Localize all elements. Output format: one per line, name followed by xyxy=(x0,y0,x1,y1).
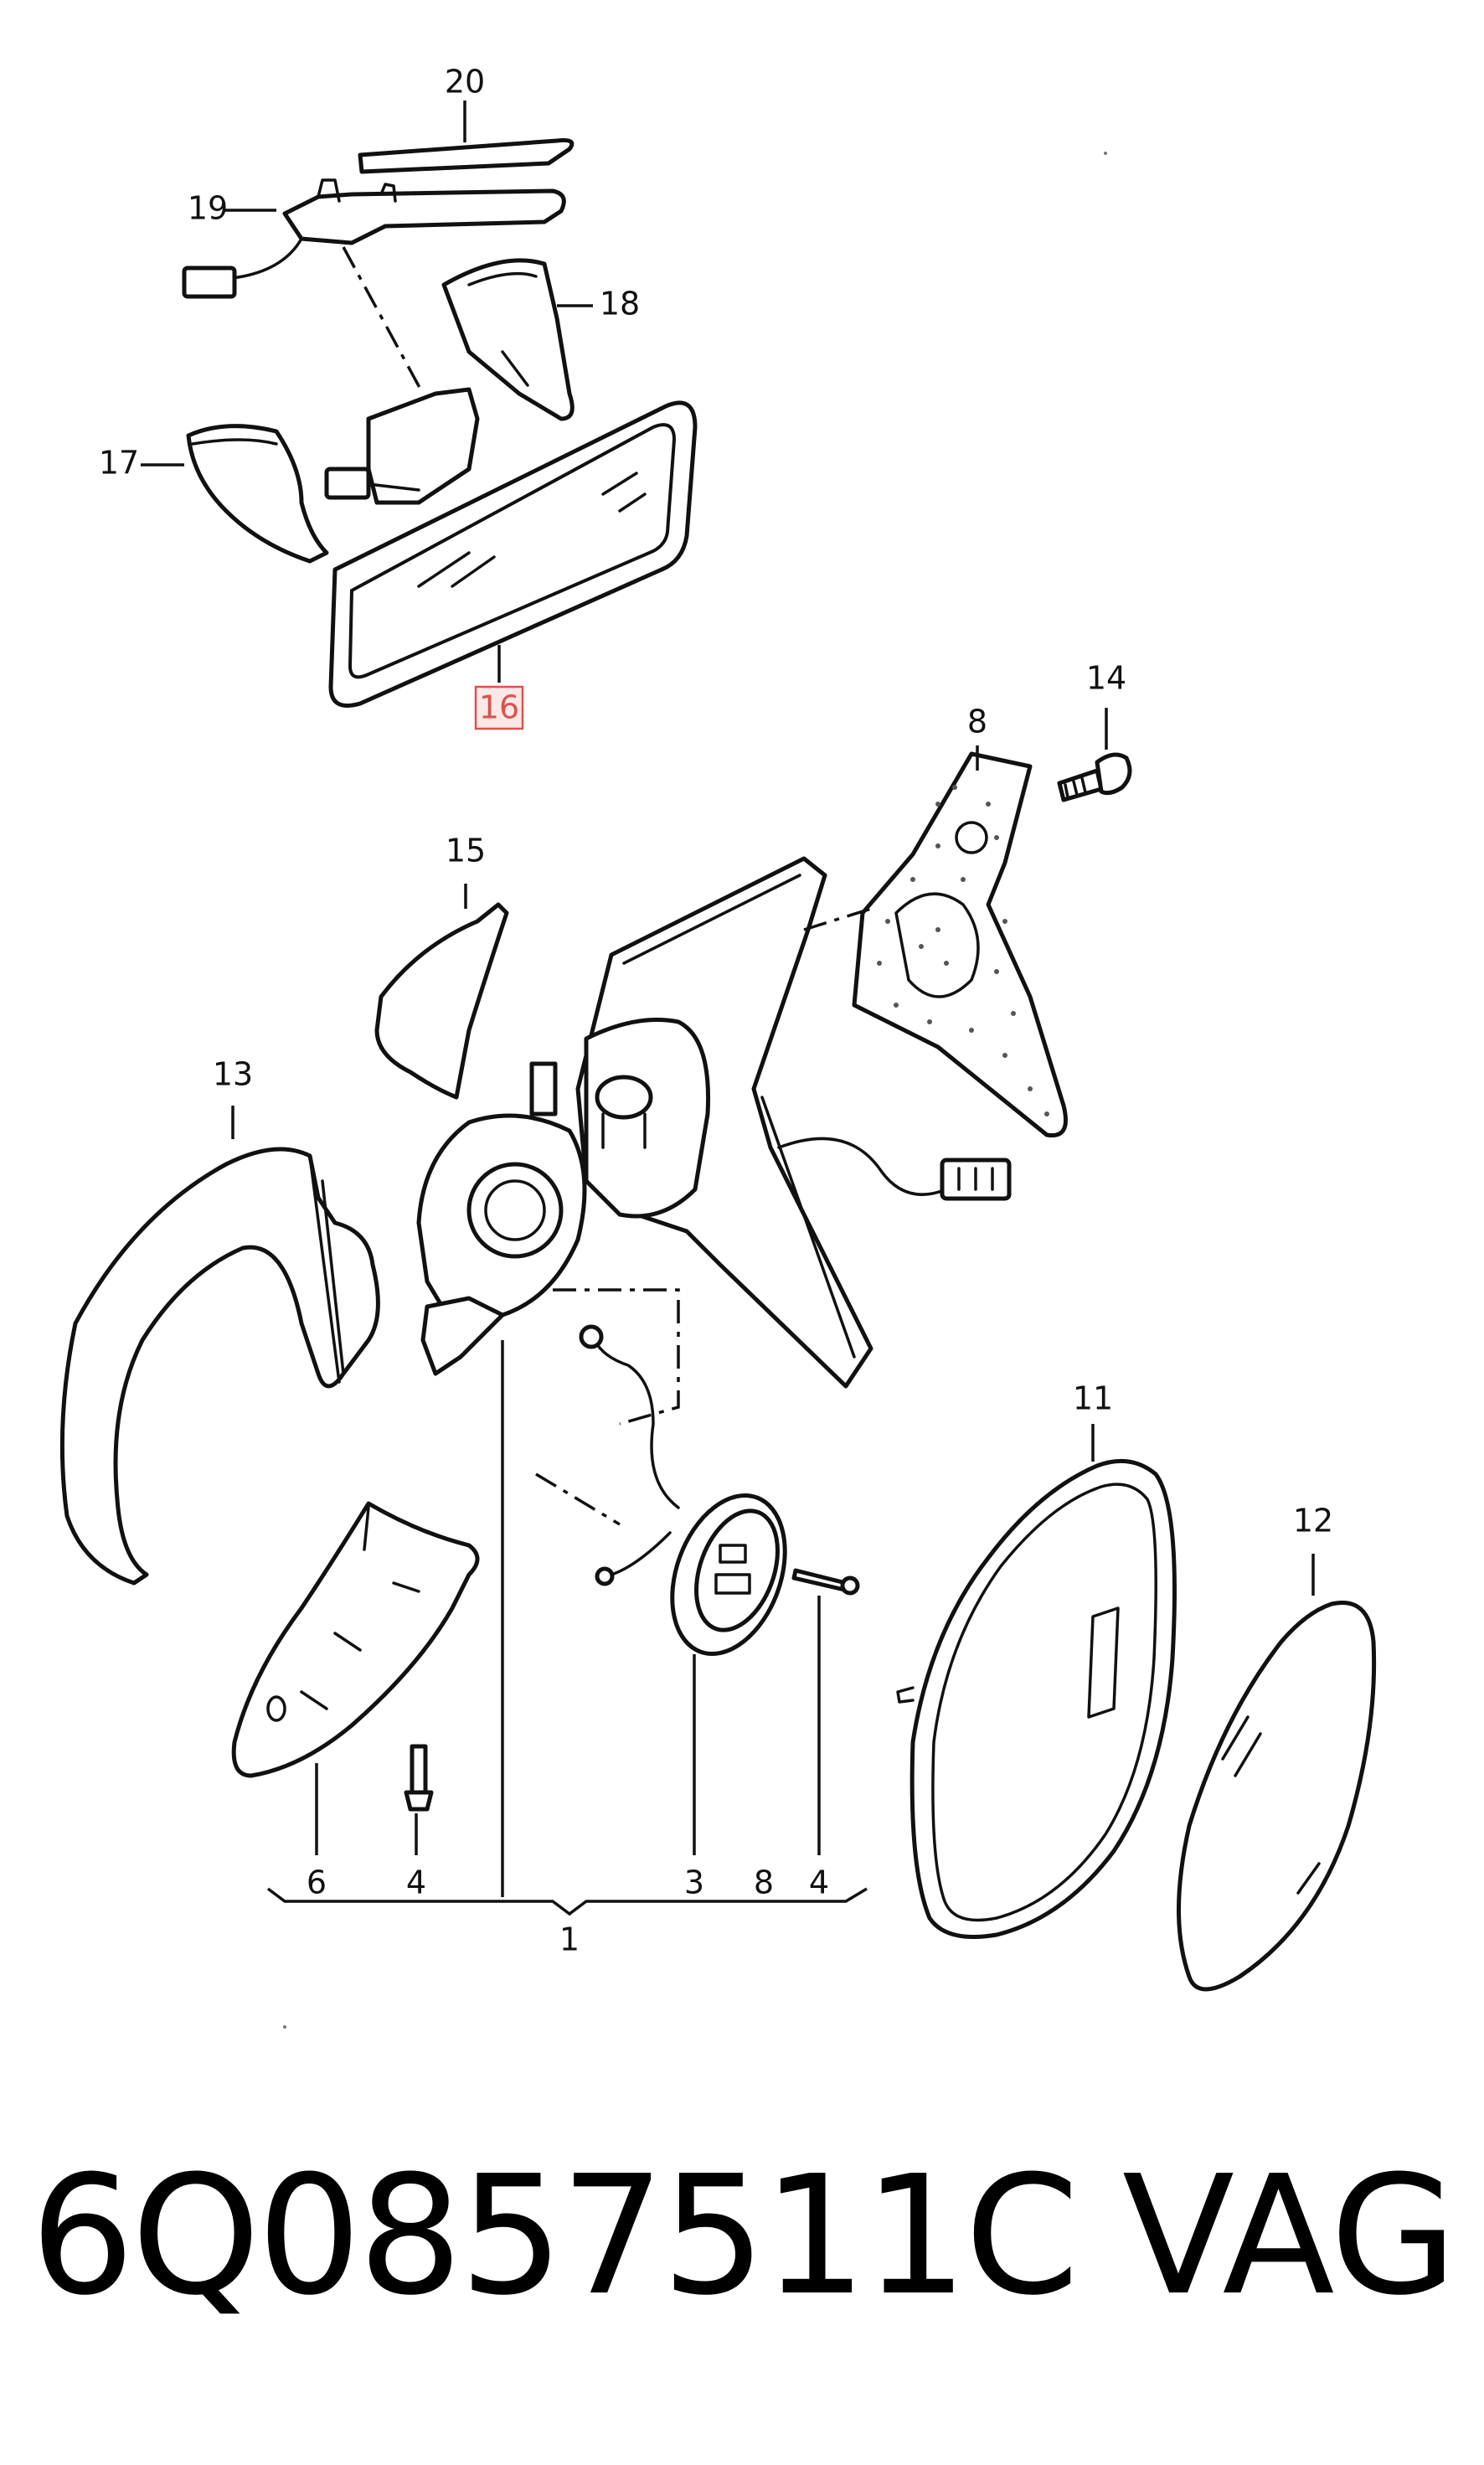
part-3-motor xyxy=(579,1324,787,1656)
label-8: 8 xyxy=(967,704,987,740)
scan-speck xyxy=(283,2025,286,2029)
part-13-housing-cap xyxy=(59,1147,380,1586)
label-14: 14 xyxy=(1086,660,1126,697)
part-11-frame xyxy=(896,1458,1177,1939)
scan-speck xyxy=(1104,152,1107,155)
leader-lines xyxy=(141,101,1315,1916)
label-15: 15 xyxy=(446,833,486,869)
part-number: 6Q0857511C xyxy=(30,2141,1080,2332)
label-18: 18 xyxy=(600,286,640,322)
part-6-lower-cover xyxy=(231,1501,480,1778)
part-labels: 20 19 18 17 16 14 8 15 13 11 12 6 4 3 8 … xyxy=(99,64,1333,1958)
label-16: 16 xyxy=(479,689,519,726)
label-16-highlight xyxy=(474,685,524,730)
label-8-bottom: 8 xyxy=(754,1864,774,1901)
part-14-bolt xyxy=(1057,752,1132,802)
label-6: 6 xyxy=(307,1864,327,1901)
part-15-small-cover xyxy=(374,902,509,1100)
mirror-arm-body xyxy=(575,856,1012,1389)
label-12: 12 xyxy=(1293,1503,1333,1539)
label-11: 11 xyxy=(1073,1380,1113,1417)
part-18-cover xyxy=(441,258,575,421)
part-16-interior-mirror xyxy=(328,400,698,708)
alignment-lines xyxy=(342,246,872,1526)
brand-name: VAG xyxy=(1122,2141,1457,2332)
part-20-trim-strip xyxy=(358,138,575,174)
part-12-glass xyxy=(1177,1601,1377,1992)
label-20: 20 xyxy=(445,64,485,101)
label-4-left: 4 xyxy=(406,1864,426,1901)
part-8-gasket xyxy=(852,751,1068,1138)
part-17-cover xyxy=(186,424,329,564)
label-17: 17 xyxy=(99,445,139,482)
adjuster-plate xyxy=(416,1061,587,1376)
label-19: 19 xyxy=(188,190,228,227)
part-19-sensor-housing xyxy=(182,178,566,299)
label-3: 3 xyxy=(684,1864,704,1901)
label-4-right: 4 xyxy=(809,1864,829,1901)
footer: 6Q0857511C VAG xyxy=(0,2127,1484,2345)
label-1: 1 xyxy=(559,1921,580,1958)
part-4-screw-right xyxy=(791,1568,860,1596)
label-13: 13 xyxy=(213,1056,253,1093)
part-4-screw-left xyxy=(404,1744,434,1812)
mirror-mount-bracket xyxy=(324,387,480,505)
